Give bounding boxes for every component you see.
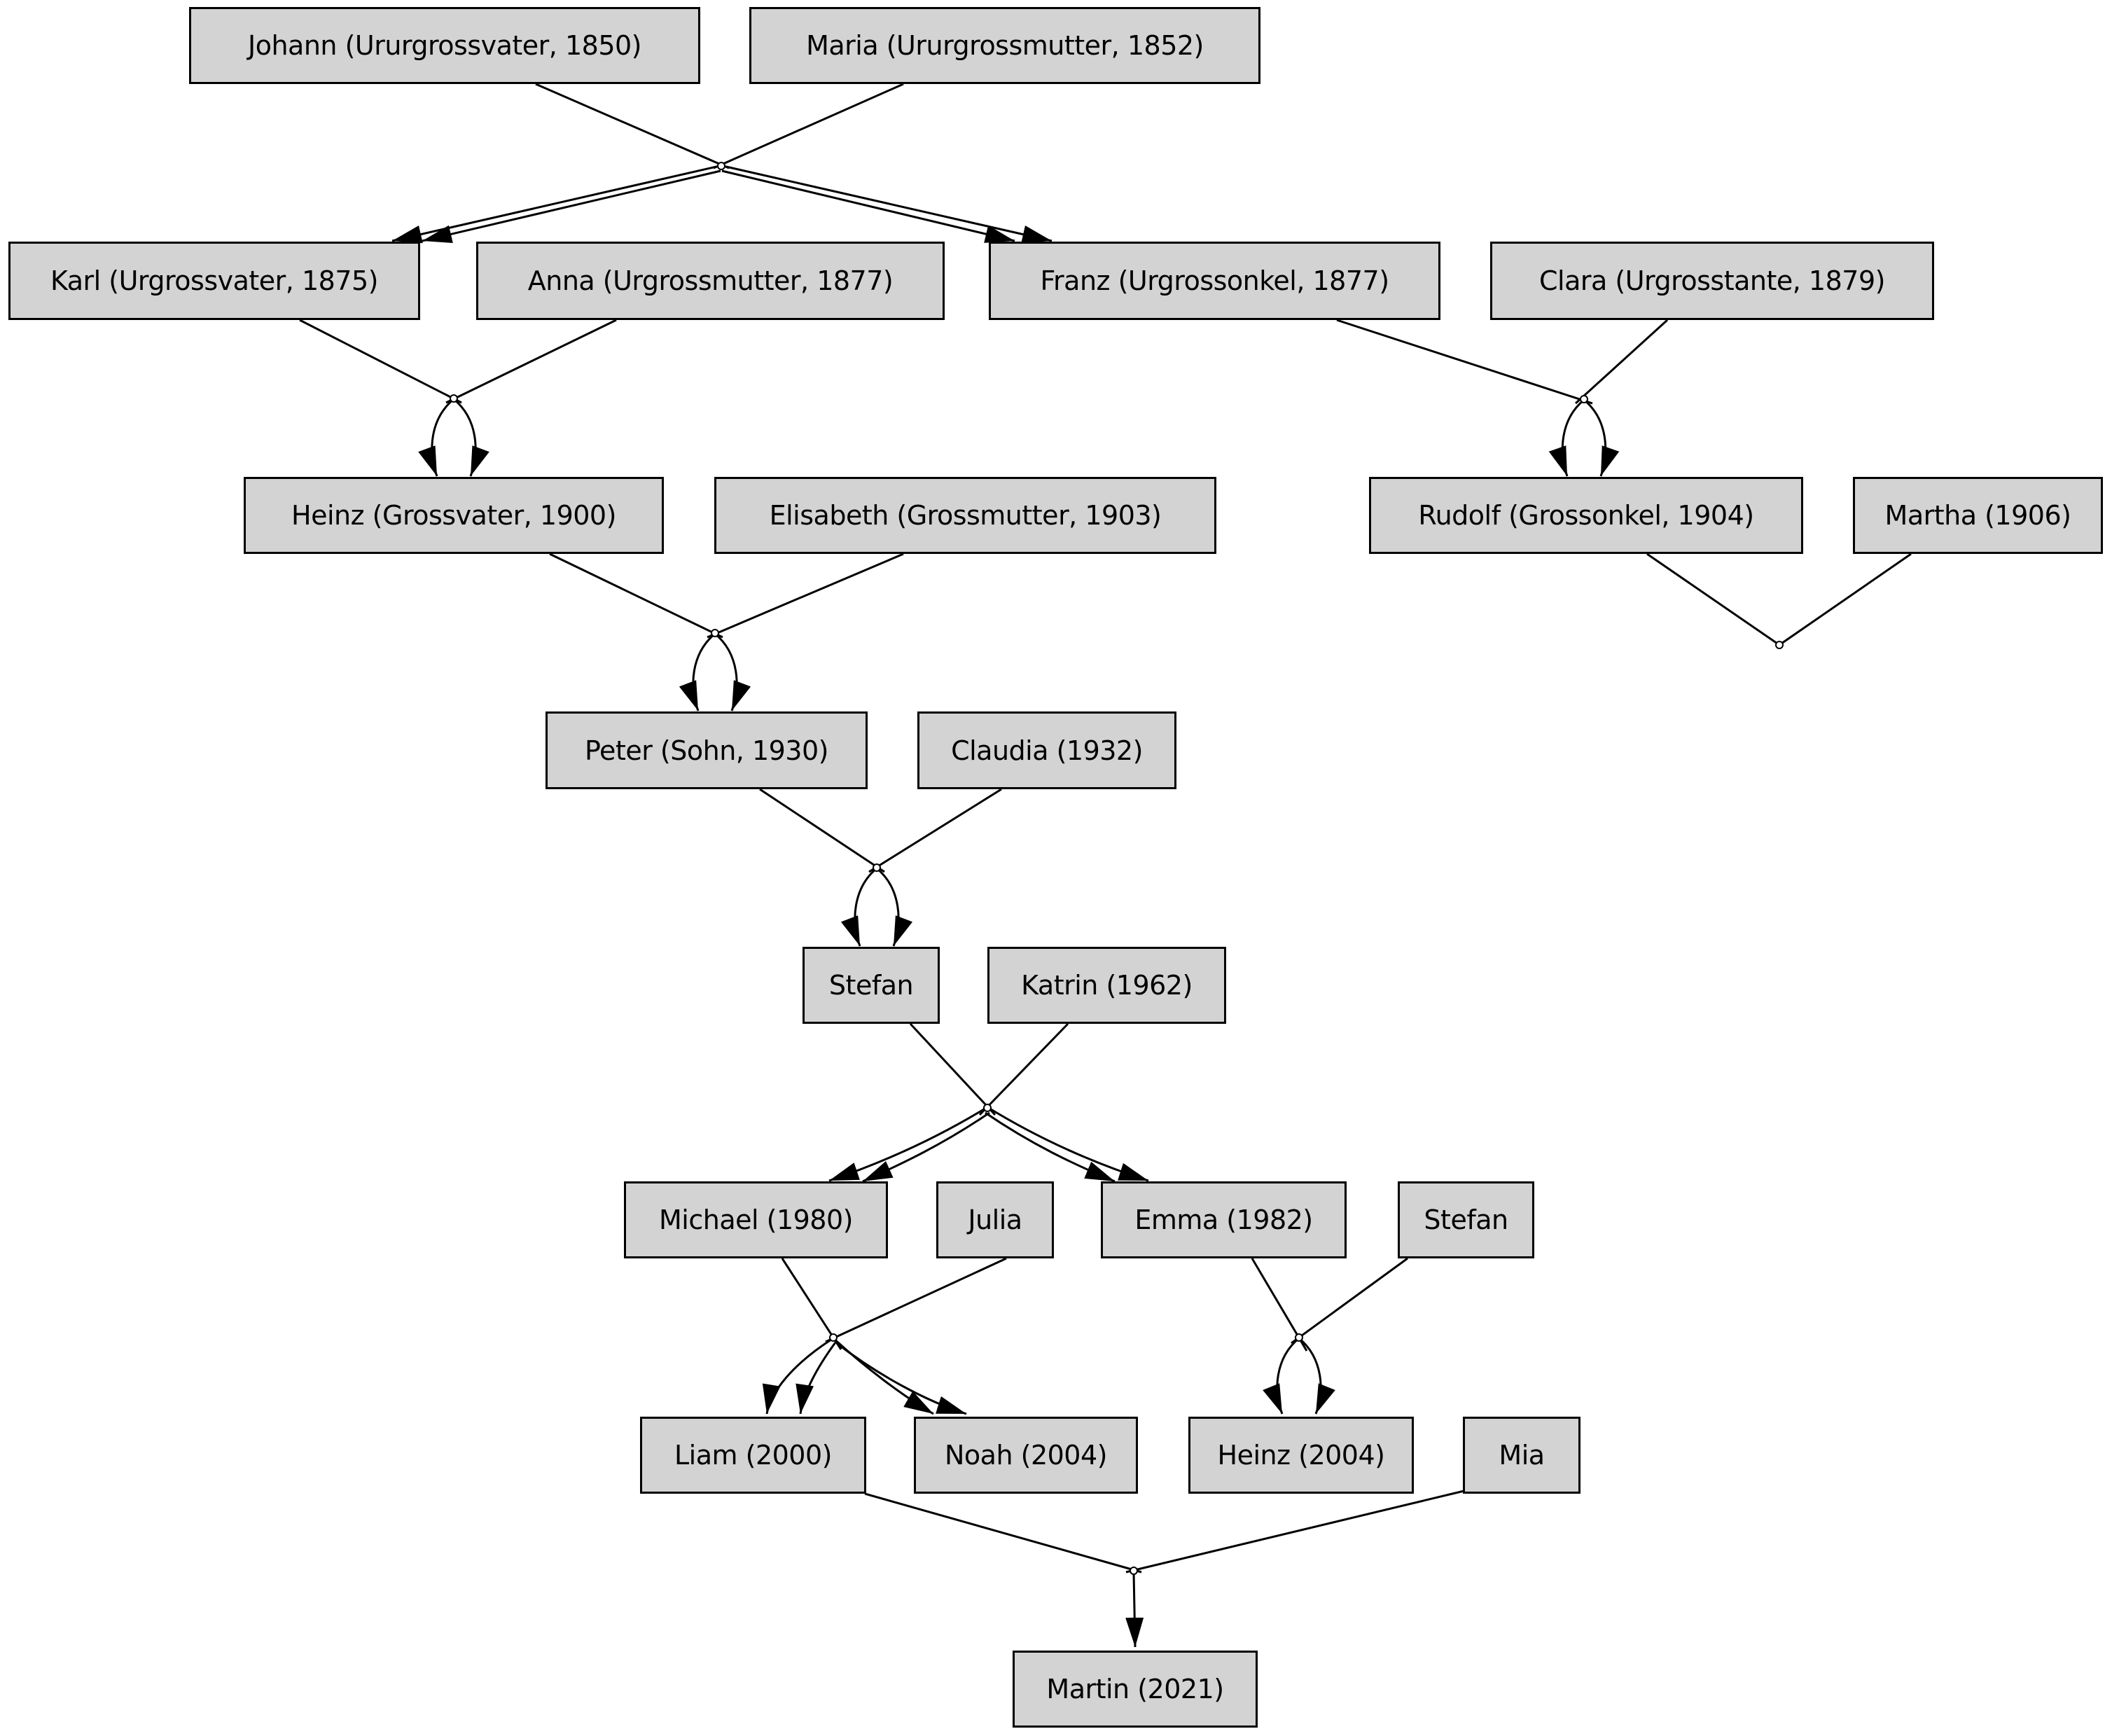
node-karl: Karl (Urgrossvater, 1875) xyxy=(8,242,420,320)
node-stefan: Stefan xyxy=(803,947,940,1024)
node-katrin: Katrin (1962) xyxy=(987,947,1226,1024)
node-martha: Martha (1906) xyxy=(1853,477,2103,554)
node-elisabeth: Elisabeth (Grossmutter, 1903) xyxy=(714,477,1216,554)
node-maria: Maria (Ururgrossmutter, 1852) xyxy=(749,7,1260,84)
node-franz: Franz (Urgrossonkel, 1877) xyxy=(989,242,1440,320)
node-heinz-sr: Heinz (Grossvater, 1900) xyxy=(244,477,664,554)
node-julia: Julia xyxy=(936,1181,1054,1258)
node-martin: Martin (2021) xyxy=(1013,1651,1258,1728)
node-emma: Emma (1982) xyxy=(1101,1181,1347,1258)
union-dots xyxy=(450,162,1784,1575)
node-johann: Johann (Ururgrossvater, 1850) xyxy=(189,7,700,84)
parent-union-edges xyxy=(299,83,1912,1574)
node-mia: Mia xyxy=(1463,1417,1581,1494)
node-peter: Peter (Sohn, 1930) xyxy=(546,711,868,789)
union-child-edges xyxy=(391,165,1620,1648)
node-michael: Michael (1980) xyxy=(624,1181,888,1258)
node-noah: Noah (2004) xyxy=(914,1417,1138,1494)
node-liam: Liam (2000) xyxy=(640,1417,866,1494)
node-heinz-jr: Heinz (2004) xyxy=(1188,1417,1414,1494)
node-anna: Anna (Urgrossmutter, 1877) xyxy=(476,242,945,320)
node-stefan-2: Stefan xyxy=(1398,1181,1534,1258)
node-clara: Clara (Urgrosstante, 1879) xyxy=(1490,242,1934,320)
node-rudolf: Rudolf (Grossonkel, 1904) xyxy=(1369,477,1803,554)
node-claudia: Claudia (1932) xyxy=(917,711,1176,789)
